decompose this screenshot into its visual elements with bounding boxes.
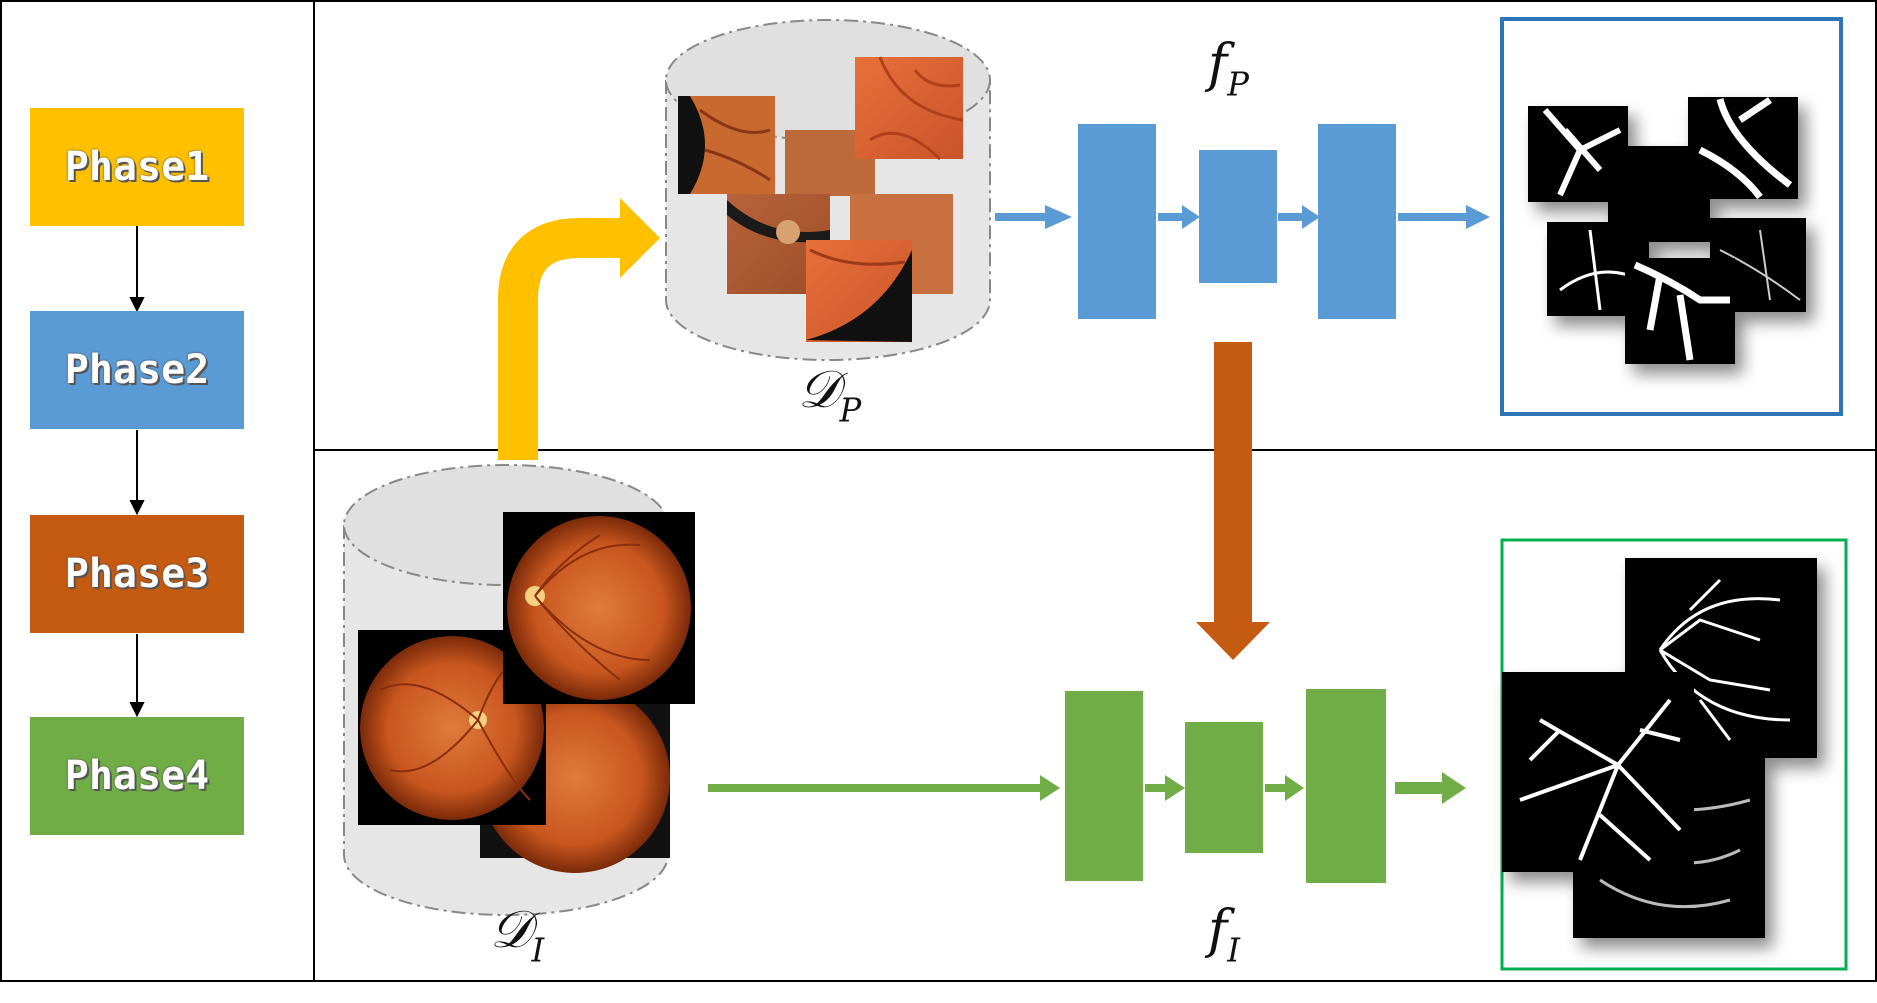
phase1-label: Phase1 [64, 144, 210, 190]
phase1-arrow [498, 218, 625, 460]
phase3-box: Phase3 [30, 515, 244, 633]
image-dataset-label: 𝒟I [490, 900, 545, 970]
patch-network-fp [1078, 124, 1396, 319]
patch-flow-arrows [995, 205, 1490, 229]
patch-images [678, 56, 964, 342]
transfer-arrow [1214, 342, 1252, 625]
fundus-images [358, 512, 695, 873]
patch-dataset-label: 𝒟P [798, 360, 862, 430]
outer-frame [0, 0, 1877, 982]
phase3-label: Phase3 [64, 551, 210, 597]
phase2-box: Phase2 [30, 311, 244, 429]
image-vessel-maps [1502, 558, 1817, 938]
patch-vessel-maps [1528, 97, 1806, 364]
image-flow-arrows [708, 772, 1466, 804]
fp-encoder-block [1078, 124, 1156, 319]
image-network-fi [1065, 689, 1386, 883]
fp-bottleneck-block [1199, 150, 1277, 283]
phase1-box: Phase1 [30, 108, 244, 226]
fi-decoder-block [1306, 689, 1386, 883]
fi-encoder-block [1065, 691, 1143, 881]
phase4-label: Phase4 [64, 753, 210, 799]
phase2-label: Phase2 [64, 347, 210, 393]
phase4-box: Phase4 [30, 717, 244, 835]
transfer-arrow-head [1196, 622, 1270, 660]
phase-arrows [129, 226, 145, 718]
fp-decoder-block [1318, 124, 1396, 319]
image-network-label: fI [1208, 900, 1240, 970]
phase1-arrow-head [620, 198, 660, 278]
fi-bottleneck-block [1185, 722, 1263, 853]
patch-output-box [1500, 17, 1843, 416]
patch-network-label: fP [1208, 34, 1249, 104]
